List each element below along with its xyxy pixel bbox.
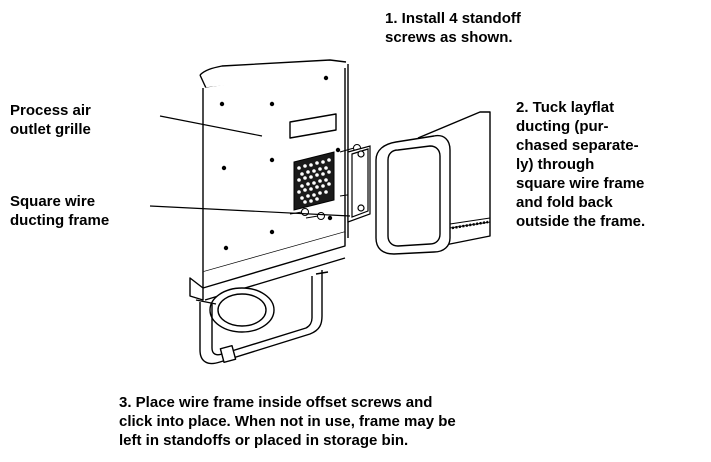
label-plate [289,113,337,139]
unit-top-edge [199,59,347,76]
step-2-label: 2. Tuck layflat ducting (pur- chased sep… [516,99,646,230]
step-3-label: 3. Place wire frame inside offset screws… [119,394,456,449]
handle [199,270,323,365]
unit-bottom-base [189,277,204,301]
frame-leader-line [149,205,351,217]
grille-label: Process air outlet grille [10,102,91,138]
grille-leader-line [159,115,263,137]
wire-ducting-frame [347,145,371,223]
leader-lines [149,115,351,217]
outlet-grille [293,151,335,211]
step-1-label: 1. Install 4 standoff screws as shown. [385,10,521,46]
unit-bottom-skirt [202,232,346,289]
layflat-ducting [375,111,491,255]
frame-label: Square wire ducting frame [10,193,110,229]
